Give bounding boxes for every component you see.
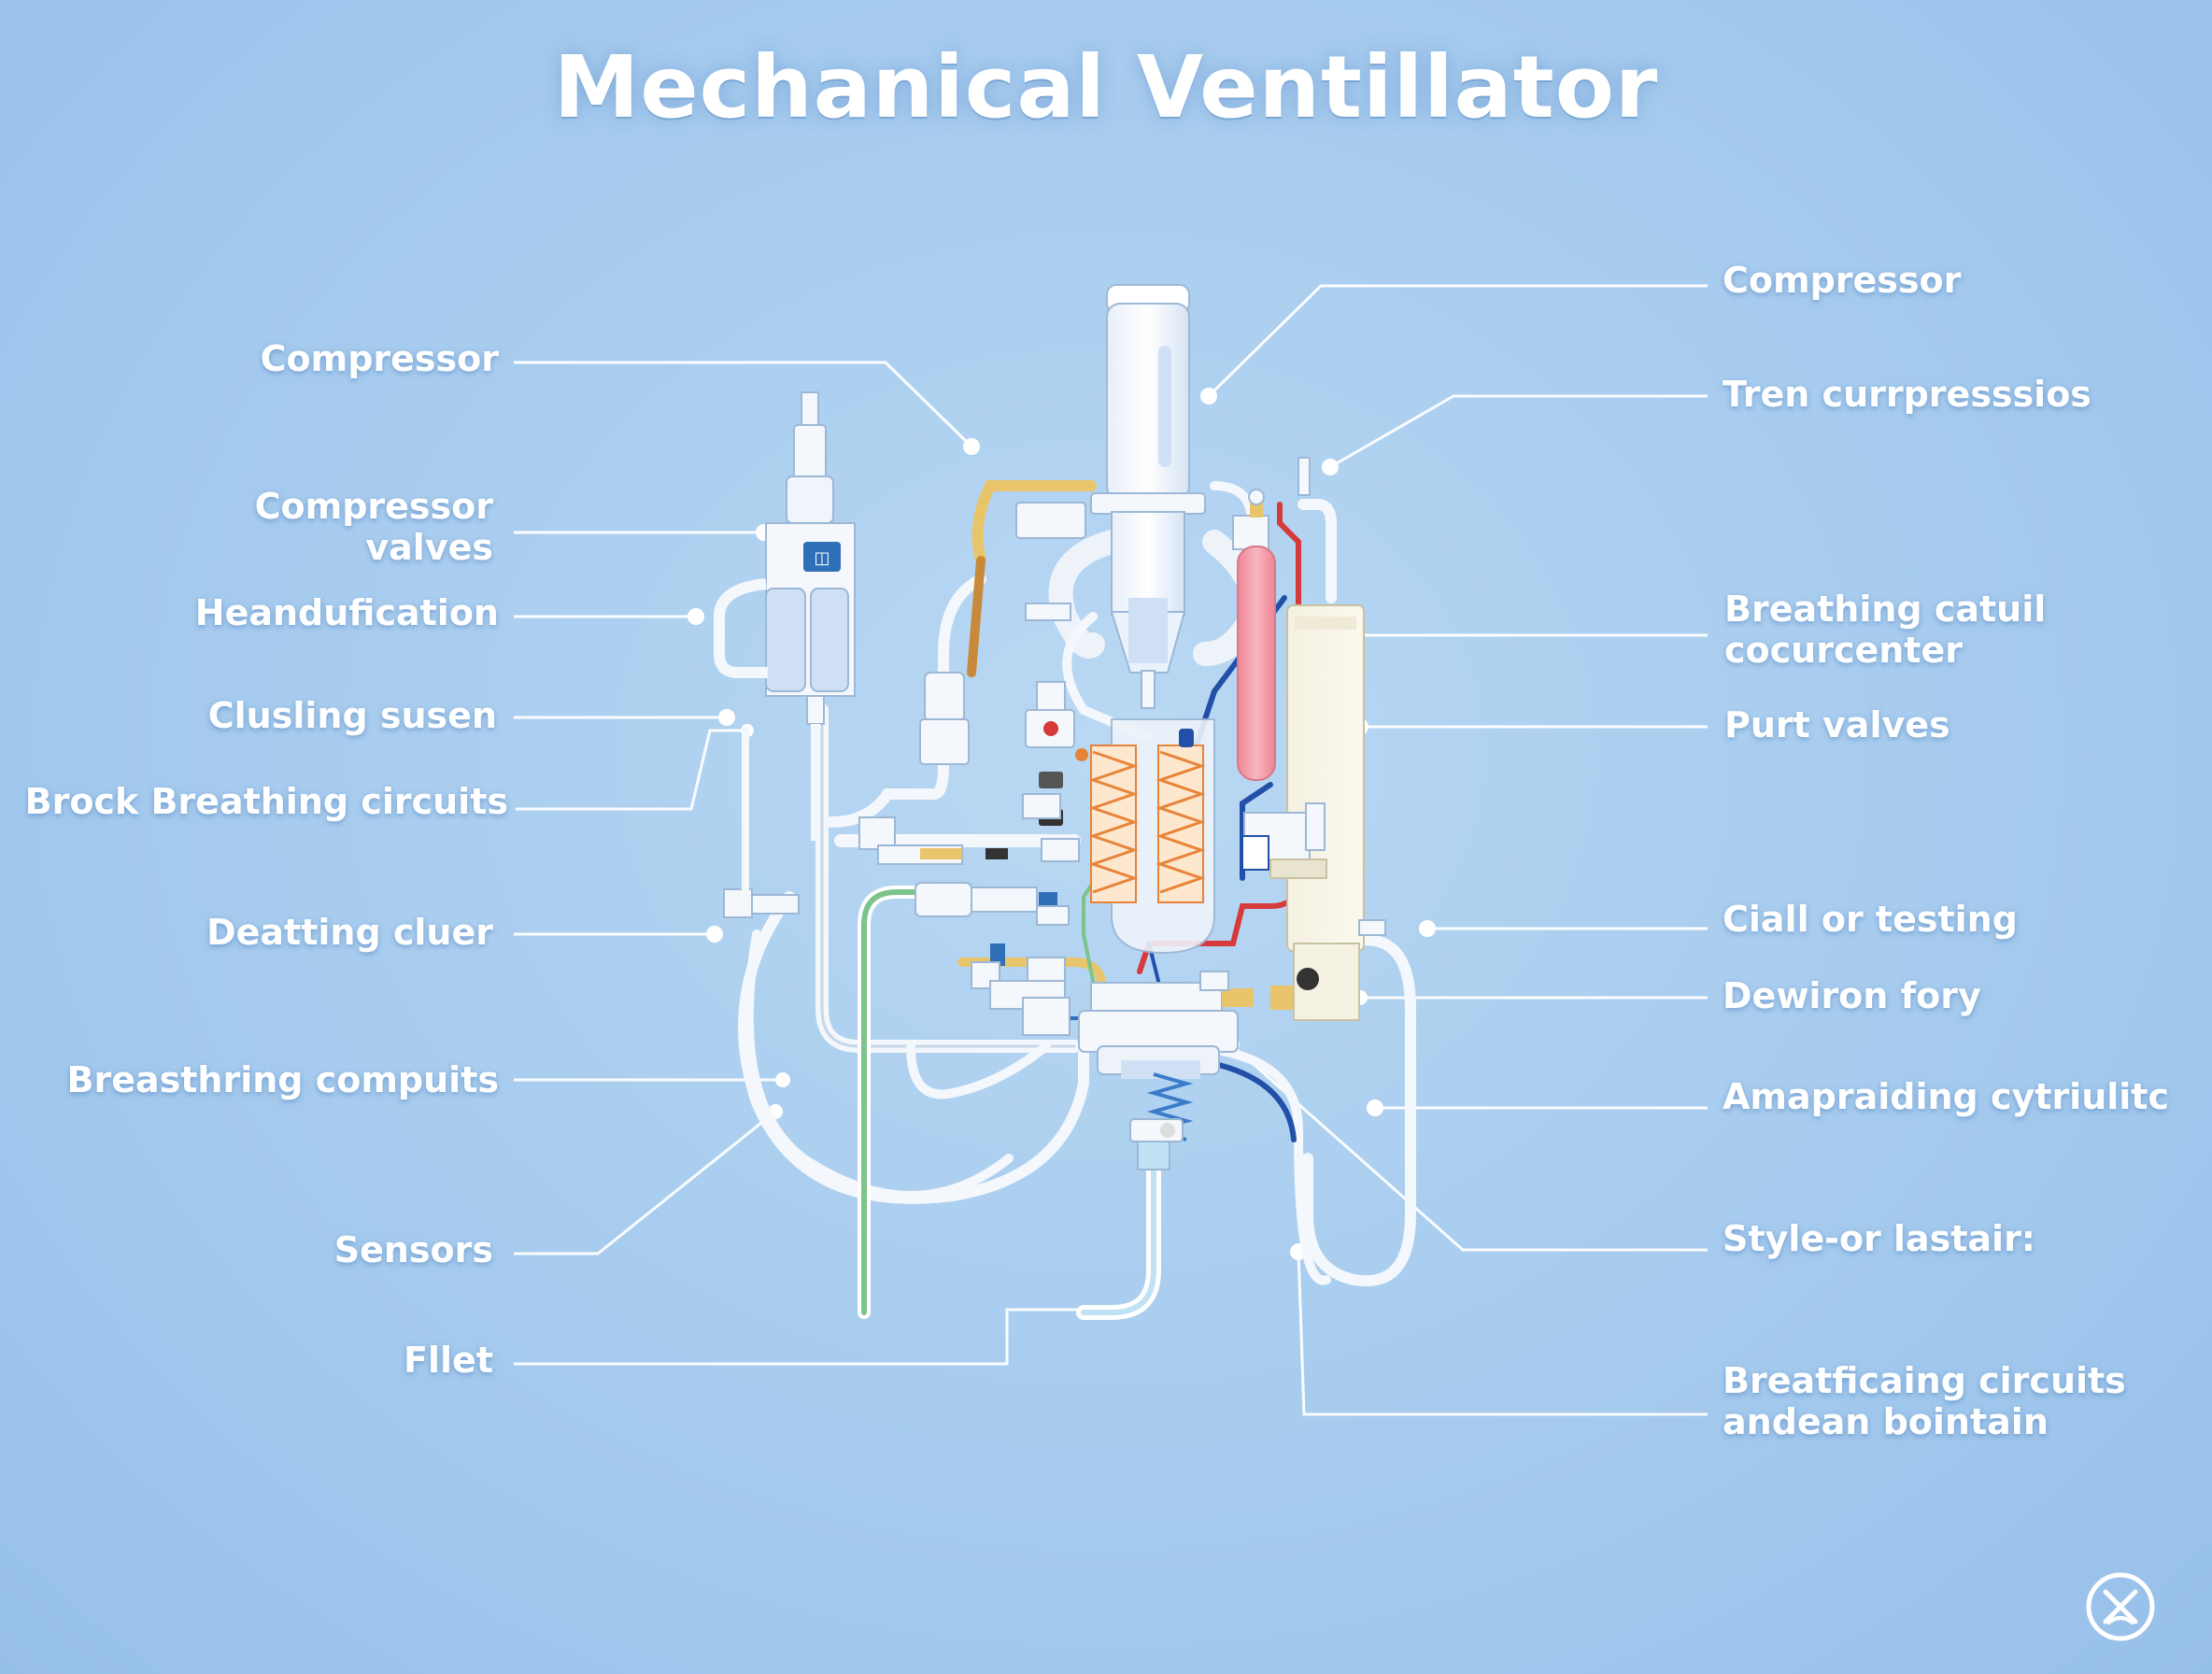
svg-text:◫: ◫ (814, 548, 830, 568)
heating-coils (1075, 729, 1206, 903)
label-compressor-valves: Compressor valves (254, 486, 493, 568)
label-breasthring-compuits: Breasthring compuits (66, 1059, 500, 1100)
label-deatting-cluer: Deatting cluer (206, 912, 493, 953)
label-breatficaing-circuits: Breatficaing circuits andean bointain (1723, 1360, 2126, 1442)
label-compressor-right: Compressor (1723, 260, 1962, 301)
page-title: Mechanical Ventillator (553, 37, 1659, 137)
leader-tren-currpresssios (1329, 394, 1708, 469)
label-ciall-or-testing: Ciall or testing (1723, 899, 2018, 940)
leader-sensors (514, 1110, 776, 1256)
label-heandufication: Heandufication (194, 592, 499, 633)
valves-and-connectors (858, 502, 1254, 1170)
display-screen-icon (803, 542, 841, 572)
leader-brock-breathing (516, 729, 747, 811)
label-compressor: Compressor (260, 338, 499, 379)
pink-reservoir (1232, 457, 1311, 781)
label-brock-breathing-circuits: Brock Breathing circuits (24, 781, 508, 822)
leader-fllet (514, 1308, 1085, 1366)
humidifier-unit: ◫ (714, 391, 856, 918)
label-style-or-lastair: Style-or lastair: (1723, 1218, 2036, 1259)
label-tren-currpresssios: Tren currpresssios (1723, 374, 2091, 415)
leader-style-or-lastair (1230, 1043, 1708, 1252)
control-panel-box (1241, 604, 1386, 1021)
label-purt-valves: Purt valves (1724, 704, 1950, 745)
close-badge-icon (2086, 1572, 2155, 1641)
leader-lines (514, 284, 1708, 1416)
label-amapraiding-cytriulitc: Amapraiding cytriulitc (1723, 1076, 2169, 1117)
label-sensors: Sensors (333, 1229, 493, 1270)
label-dewiron-fory: Dewiron fory (1723, 975, 1981, 1016)
label-breathing-catuil: Breathing catuil cocurcenter (1724, 589, 2047, 671)
leader-compressor (514, 361, 973, 448)
leader-breatficaing (1297, 1251, 1708, 1416)
label-fllet: Fllet (404, 1340, 493, 1381)
label-clusling-susen: Clusling susen (207, 695, 497, 736)
leader-compressor-right (1207, 284, 1708, 398)
